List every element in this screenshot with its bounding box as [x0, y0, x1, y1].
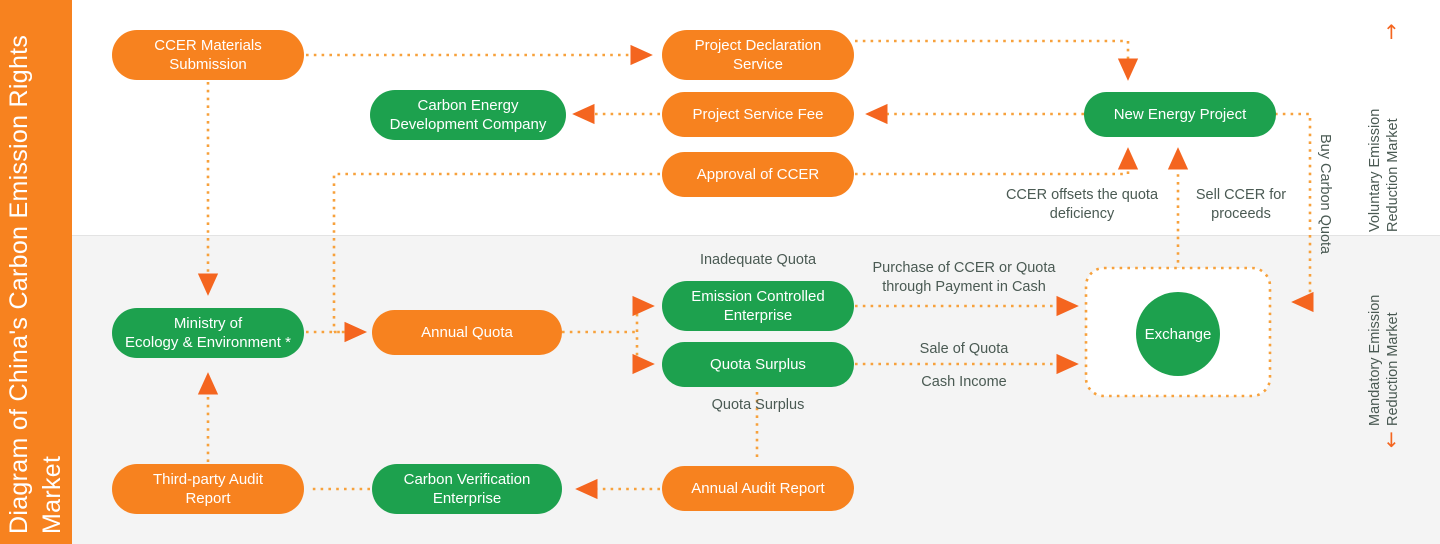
label-inadequate-quota: Inadequate Quota — [699, 252, 817, 268]
node-emission-controlled-enterprise[interactable]: Emission Controlled Enterprise — [662, 281, 854, 331]
node-project-service-fee[interactable]: Project Service Fee — [662, 92, 854, 137]
node-new-energy-project[interactable]: New Energy Project — [1084, 92, 1276, 137]
node-carbon-verification-enterprise[interactable]: Carbon Verification Enterprise — [372, 464, 562, 514]
label-voluntary-emission-reduction-market: Voluntary Emission Reduction Market — [1367, 108, 1401, 232]
label-mandatory-emission-reduction-market: Mandatory Emission Reduction Market — [1367, 294, 1401, 426]
node-carbon-energy-development-company[interactable]: Carbon Energy Development Company — [370, 90, 566, 140]
edge-buy-carbon-quota — [1275, 112, 1314, 313]
label-ccer-offsets-quota-deficiency: CCER offsets the quota deficiency — [1005, 187, 1159, 222]
label-buy-carbon-quota: Buy Carbon Quota — [1317, 134, 1333, 255]
node-approval-of-ccer[interactable]: Approval of CCER — [662, 152, 854, 197]
edge-approval-down-trunk — [332, 172, 660, 332]
label-sell-ccer-for-proceeds: Sell CCER for proceeds — [1195, 187, 1287, 222]
node-exchange[interactable]: Exchange — [1136, 292, 1220, 376]
label-sale-of-quota: Sale of Quota — [919, 341, 1009, 357]
node-ministry-of-ecology-environment[interactable]: Ministry of Ecology & Environment * — [112, 308, 304, 358]
down-arrow-icon: ↓ — [1383, 428, 1400, 452]
node-project-declaration-service[interactable]: Project Declaration Service — [662, 30, 854, 80]
label-purchase-ccer-or-quota: Purchase of CCER or Quota through Paymen… — [872, 260, 1056, 295]
market-divider — [72, 235, 1440, 236]
up-arrow-icon: ↑ — [1383, 20, 1400, 44]
node-third-party-audit-report[interactable]: Third-party Audit Report — [112, 464, 304, 514]
node-annual-quota[interactable]: Annual Quota — [372, 310, 562, 355]
node-quota-surplus[interactable]: Quota Surplus — [662, 342, 854, 387]
node-annual-audit-report[interactable]: Annual Audit Report — [662, 466, 854, 511]
edge-declaration-to-new-energy — [855, 39, 1139, 81]
title-sidebar: Diagram of China's Carbon Emission Right… — [0, 0, 72, 544]
node-ccer-materials-submission[interactable]: CCER Materials Submission — [112, 30, 304, 80]
label-quota-surplus-lower: Quota Surplus — [711, 397, 805, 413]
label-cash-income: Cash Income — [921, 374, 1007, 390]
edge-approval-to-new-energy — [855, 147, 1139, 176]
